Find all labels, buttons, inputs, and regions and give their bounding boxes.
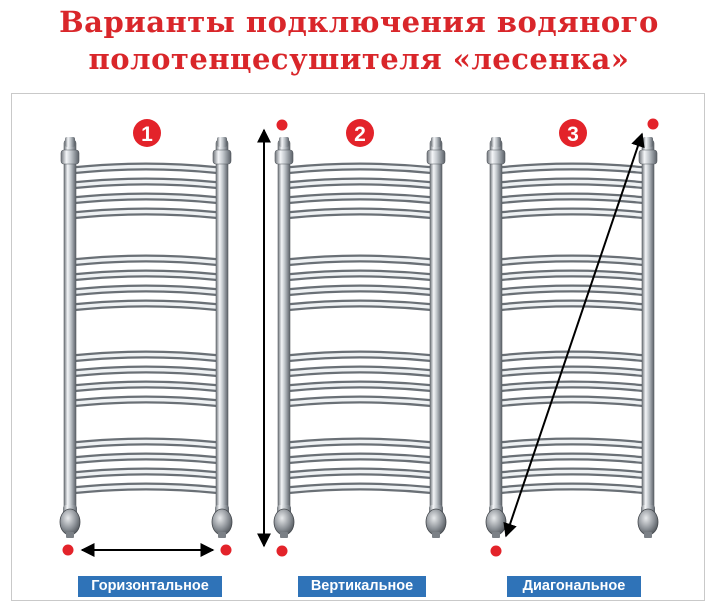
badge-1-number: 1	[141, 123, 153, 146]
rung-highlight	[74, 352, 218, 360]
top-cap	[431, 137, 441, 147]
rung-highlight	[74, 439, 218, 447]
rung-highlight	[74, 256, 218, 264]
diagonal-arrow	[503, 132, 645, 538]
bottom-nipple	[280, 532, 288, 538]
rung-highlight	[288, 367, 432, 375]
bottom-valve	[211, 508, 233, 536]
title-line-2: полотенцесушителя «лесенка»	[88, 42, 630, 76]
dot-1-right	[220, 544, 232, 556]
top-fitting	[426, 149, 446, 165]
rung-highlight	[74, 484, 218, 492]
rung-highlight	[74, 286, 218, 294]
bottom-valve	[637, 508, 659, 536]
top-fitting	[486, 149, 506, 165]
dot-3-bottom	[490, 545, 502, 557]
top-cap	[279, 137, 289, 147]
label-diagonal: Диагональное	[507, 576, 641, 597]
left-pipe	[63, 139, 77, 523]
bottom-valve	[273, 508, 295, 536]
right-pipe	[429, 139, 443, 523]
diagram-frame	[11, 93, 705, 601]
label-horizontal: Горизонтальное	[78, 576, 222, 597]
rung-highlight	[288, 397, 432, 405]
rung-highlight	[74, 382, 218, 390]
rung-highlight	[288, 286, 432, 294]
rung-highlight	[288, 484, 432, 492]
towel-warmer-2	[273, 137, 447, 538]
bottom-valve	[425, 508, 447, 536]
top-cap	[217, 137, 227, 147]
top-cap	[491, 137, 501, 147]
bottom-valve	[485, 508, 507, 536]
right-pipe	[641, 139, 655, 523]
bottom-nipple	[66, 532, 74, 538]
badge-3	[559, 119, 587, 147]
rung-highlight	[288, 209, 432, 217]
rung-highlight	[288, 256, 432, 264]
title-line-1: Варианты подключения водяного	[59, 5, 659, 39]
rung-highlight	[74, 164, 218, 172]
rung-highlight	[74, 179, 218, 187]
rung-highlight	[288, 469, 432, 477]
top-cap	[643, 137, 653, 147]
bottom-nipple	[492, 532, 500, 538]
rung-highlight	[74, 301, 218, 309]
rung-highlight	[74, 194, 218, 202]
rung-highlight	[288, 352, 432, 360]
label-vertical: Вертикальное	[298, 576, 426, 597]
dot-2-bottom	[276, 545, 288, 557]
rung-highlight	[288, 439, 432, 447]
top-fitting	[638, 149, 658, 165]
rung-highlight	[288, 301, 432, 309]
rung-highlight	[74, 271, 218, 279]
rung-highlight	[288, 454, 432, 462]
top-fitting	[60, 149, 80, 165]
badge-2	[346, 119, 374, 147]
rung-highlight	[288, 382, 432, 390]
rung-highlight	[288, 194, 432, 202]
rung-highlight	[74, 454, 218, 462]
rung-highlight	[74, 397, 218, 405]
left-pipe	[277, 139, 291, 523]
top-fitting	[274, 149, 294, 165]
bottom-valve	[59, 508, 81, 536]
bottom-nipple	[432, 532, 440, 538]
rung-highlight	[288, 271, 432, 279]
dot-1-left	[62, 544, 74, 556]
rung-highlight	[74, 469, 218, 477]
towel-warmer-1	[59, 137, 233, 538]
badge-3-number: 3	[567, 123, 579, 146]
dot-2-top	[276, 119, 288, 131]
right-pipe	[215, 139, 229, 523]
top-fitting	[212, 149, 232, 165]
bottom-nipple	[644, 532, 652, 538]
bottom-nipple	[218, 532, 226, 538]
rung-highlight	[288, 164, 432, 172]
left-pipe	[489, 139, 503, 523]
dot-3-top	[647, 118, 659, 130]
badge-2-number: 2	[354, 123, 366, 146]
top-cap	[65, 137, 75, 147]
rung-highlight	[74, 209, 218, 217]
badge-1	[133, 119, 161, 147]
towel-warmer-3	[485, 137, 659, 538]
rung-highlight	[288, 179, 432, 187]
rung-highlight	[74, 367, 218, 375]
